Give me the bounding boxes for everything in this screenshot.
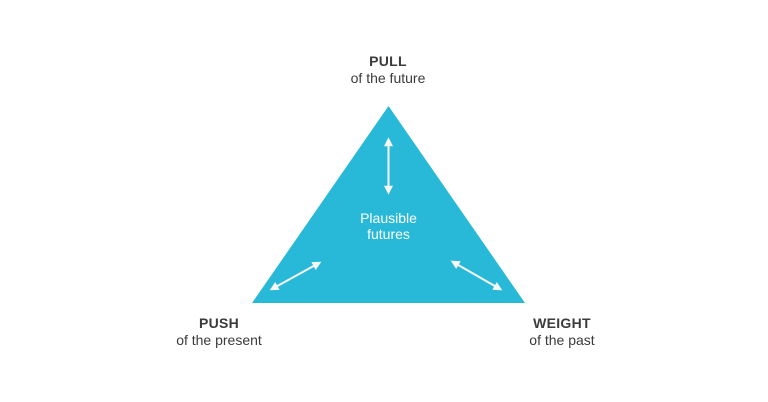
pull-subtitle: of the future	[350, 70, 426, 86]
weight-double-arrow-icon	[450, 260, 503, 291]
corner-label-push: PUSH of the present	[119, 315, 319, 349]
push-double-arrow-icon	[269, 261, 322, 291]
triangle-shape	[252, 106, 525, 303]
weight-subtitle: of the past	[529, 332, 595, 348]
corner-label-weight: WEIGHT of the past	[462, 315, 662, 349]
center-label-line1: Plausible	[360, 210, 417, 226]
push-title: PUSH	[198, 315, 240, 331]
pull-title: PULL	[369, 53, 407, 69]
weight-title: WEIGHT	[533, 315, 591, 331]
center-label-line2: futures	[367, 226, 410, 242]
corner-label-pull: PULL of the future	[288, 53, 488, 87]
center-label: Plausible futures	[288, 210, 489, 242]
push-subtitle: of the present	[176, 332, 262, 348]
